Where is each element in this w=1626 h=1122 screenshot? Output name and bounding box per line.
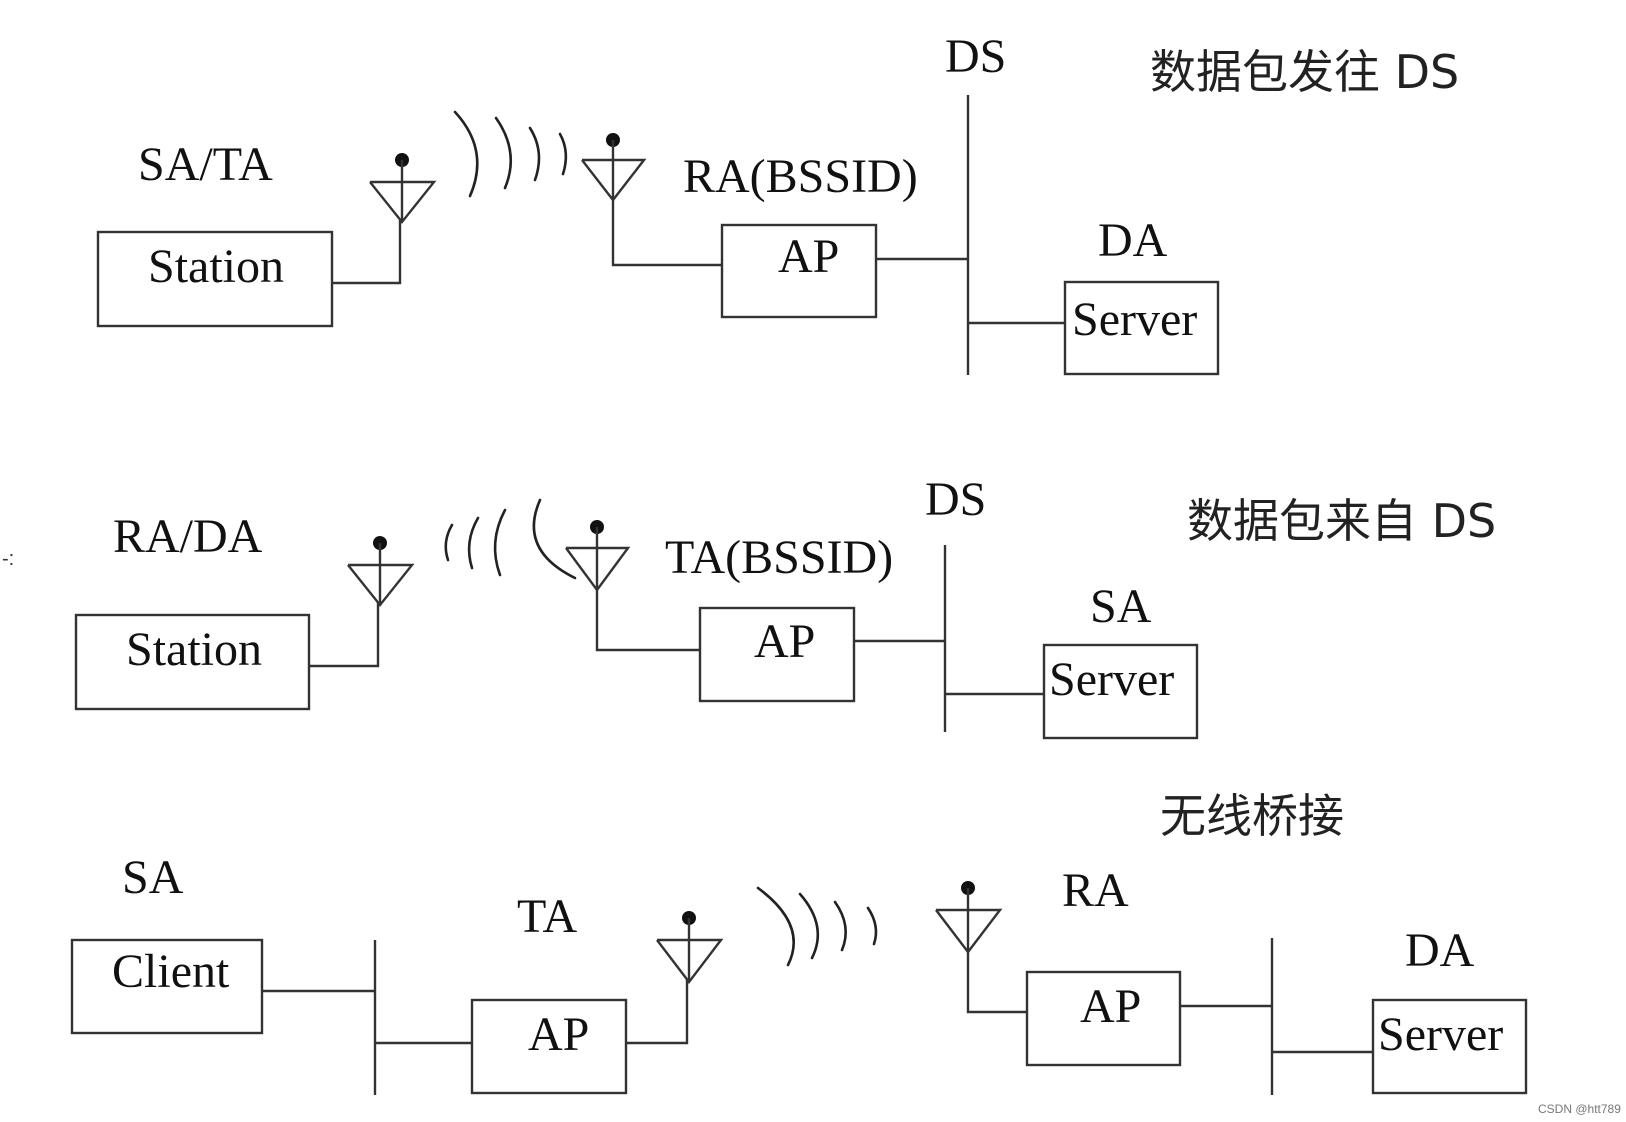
panel-wireless-bridge: 无线桥接 SA Client TA AP: [70, 789, 1528, 1095]
antenna-icon: [656, 911, 724, 984]
edge-mark: -:: [2, 548, 14, 570]
ap-role-label: RA(BSSID): [683, 150, 918, 203]
ap-box-label: AP: [754, 615, 815, 668]
antenna-icon: [565, 520, 631, 593]
ds-label: DS: [925, 473, 986, 526]
client-role-label: SA/TA: [138, 138, 273, 191]
server-role-label: SA: [1090, 580, 1152, 633]
ap-box: [720, 223, 878, 319]
station-antenna-feed: [309, 603, 380, 668]
panel-caption: 数据包来自 DS: [1187, 494, 1496, 548]
ap-antenna-feed: [595, 590, 700, 652]
antenna-icon: [347, 536, 415, 607]
ap1-role-label: TA: [517, 890, 577, 943]
station-antenna-feed: [332, 220, 402, 285]
antenna-icon: [369, 153, 437, 224]
panel-caption: 无线桥接: [1160, 789, 1344, 843]
ds-label: DS: [945, 30, 1006, 83]
server-role-label: DA: [1098, 214, 1168, 267]
ap1-box-label: AP: [528, 1008, 589, 1061]
server-role-label: DA: [1405, 924, 1475, 977]
ap-box: [698, 606, 856, 703]
watermark: CSDN @htt789: [1538, 1102, 1621, 1116]
panel-to-ds: 数据包发往 DS DS SA/TA Station RA(BSSID): [96, 30, 1459, 376]
ap-antenna-feed: [611, 200, 722, 267]
server-box: [1063, 280, 1220, 376]
antenna-icon: [581, 133, 647, 202]
panel-caption: 数据包发往 DS: [1150, 45, 1459, 99]
ap2-antenna-feed: [966, 952, 1027, 1014]
ap1-antenna-feed: [626, 980, 689, 1045]
server-box-label: Server: [1378, 1008, 1503, 1061]
server-box-label: Server: [1072, 293, 1197, 346]
ap-role-label: TA(BSSID): [665, 531, 893, 584]
client-box-label: Client: [112, 945, 230, 998]
ap2-role-label: RA: [1062, 864, 1129, 917]
server-box: [1371, 998, 1528, 1095]
radio-waves: [453, 110, 568, 198]
station-box-label: Station: [148, 240, 284, 293]
radio-waves: [756, 886, 878, 967]
client-box: [70, 938, 264, 1035]
station-box: [74, 613, 311, 711]
server-box-label: Server: [1049, 653, 1174, 706]
ap1-box: [470, 998, 628, 1095]
server-box: [1042, 643, 1199, 740]
ap2-box-label: AP: [1080, 980, 1141, 1033]
radio-waves: [444, 498, 577, 580]
client-role-label: SA: [122, 851, 184, 904]
station-box: [96, 230, 334, 328]
ap-box-label: AP: [778, 230, 839, 283]
panel-from-ds: 数据包来自 DS DS RA/DA Station TA(BSSID): [74, 473, 1496, 740]
antenna-icon: [935, 881, 1003, 954]
station-box-label: Station: [126, 623, 262, 676]
ap2-box: [1025, 970, 1182, 1067]
client-role-label: RA/DA: [113, 510, 263, 563]
